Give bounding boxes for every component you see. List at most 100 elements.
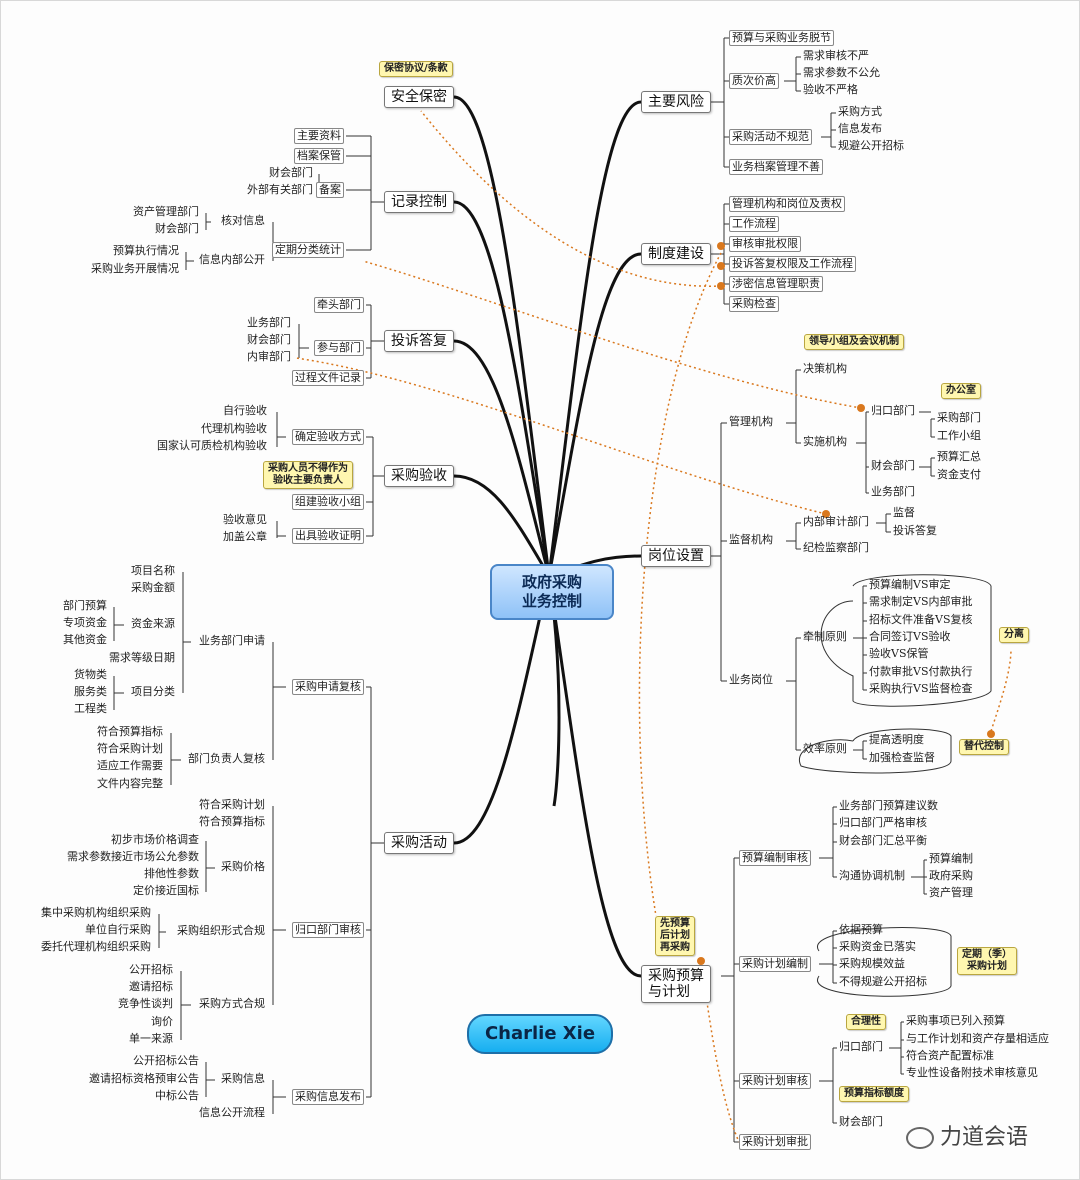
risks-item[interactable]: 质次价高 [729,73,779,89]
branch-posts[interactable]: 岗位设置 [641,545,711,567]
posts-item[interactable]: 管理机构 [729,415,773,428]
records-item[interactable]: 档案保管 [294,148,344,164]
budget-item[interactable]: 采购计划审批 [739,1134,811,1150]
posts-item[interactable]: 监督机构 [729,533,773,546]
activity-method[interactable]: 询价 [151,1015,173,1028]
activity-info[interactable]: 公开招标公告 [133,1054,199,1067]
activity-price[interactable]: 需求参数接近市场公允参数 [67,850,199,863]
activity-central[interactable]: 符合预算指标 [199,815,265,828]
complaints-participant[interactable]: 内审部门 [247,350,291,363]
acceptance-item[interactable]: 出具验收证明 [292,528,364,544]
activity-method[interactable]: 公开招标 [129,963,173,976]
posts-supervise[interactable]: 内部审计部门 [803,515,869,528]
central-topic[interactable]: 政府采购业务控制 [490,564,614,620]
posts-eff[interactable]: 提高透明度 [869,733,924,746]
risks-irregular[interactable]: 采购方式 [838,105,882,118]
posts-impl[interactable]: 业务部门 [871,485,915,498]
budget-item[interactable]: 采购计划审核 [739,1073,811,1089]
budget-review-item[interactable]: 采购事项已列入预算 [906,1014,1005,1027]
complaints-item[interactable]: 牵头部门 [314,297,364,313]
activity-app-item[interactable]: 资金来源 [131,617,175,630]
activity-price[interactable]: 定价接近国标 [133,884,199,897]
records-stat-sub[interactable]: 核对信息 [221,214,265,227]
branch-acceptance[interactable]: 采购验收 [384,465,454,487]
budget-plan[interactable]: 不得规避公开招标 [839,975,927,988]
posts-check[interactable]: 合同签订VS验收 [869,630,951,643]
posts-central[interactable]: 工作小组 [937,429,981,442]
activity-org[interactable]: 集中采购机构组织采购 [41,906,151,919]
branch-system[interactable]: 制度建设 [641,243,711,265]
activity-publish[interactable]: 信息公开流程 [199,1106,265,1119]
budget-prep[interactable]: 财会部门汇总平衡 [839,834,927,847]
system-item[interactable]: 管理机构和岗位及责权 [729,196,845,212]
records-open-sub[interactable]: 采购业务开展情况 [91,262,179,275]
budget-review-item[interactable]: 与工作计划和资产存量相适应 [906,1032,1049,1045]
posts-business[interactable]: 效率原则 [803,742,847,755]
complaints-item[interactable]: 参与部门 [314,340,364,356]
activity-review[interactable]: 文件内容完整 [97,777,163,790]
posts-impl[interactable]: 归口部门 [871,404,915,417]
risks-irregular[interactable]: 规避公开招标 [838,139,904,152]
activity-review[interactable]: 符合预算指标 [97,725,163,738]
activity-price[interactable]: 初步市场价格调查 [111,833,199,846]
activity-app-item[interactable]: 项目名称 [131,564,175,577]
records-item[interactable]: 主要资料 [294,128,344,144]
records-filing-sub[interactable]: 财会部门 [269,166,313,179]
activity-cat[interactable]: 服务类 [74,685,107,698]
branch-records[interactable]: 记录控制 [384,191,454,213]
posts-check[interactable]: 招标文件准备VS复核 [869,613,973,626]
acceptance-method[interactable]: 代理机构验收 [201,422,267,435]
posts-check[interactable]: 付款审批VS付款执行 [869,665,973,678]
activity-review[interactable]: 适应工作需要 [97,759,163,772]
system-item[interactable]: 工作流程 [729,216,779,232]
branch-budget[interactable]: 采购预算 与计划 [641,965,711,1003]
budget-prep[interactable]: 沟通协调机制 [839,869,905,882]
posts-mgmt[interactable]: 实施机构 [803,435,847,448]
posts-check[interactable]: 预算编制VS审定 [869,578,951,591]
budget-prep[interactable]: 归口部门严格审核 [839,816,927,829]
budget-review[interactable]: 归口部门 [839,1040,883,1053]
records-open-sub[interactable]: 预算执行情况 [113,244,179,257]
activity-cat[interactable]: 工程类 [74,702,107,715]
risks-item[interactable]: 预算与采购业务脱节 [729,30,834,46]
records-item[interactable]: 备案 [316,182,344,198]
risks-quality[interactable]: 需求参数不公允 [803,66,880,79]
budget-coord[interactable]: 政府采购 [929,869,973,882]
posts-supervise[interactable]: 纪检监察部门 [803,541,869,554]
posts-audit[interactable]: 投诉答复 [893,524,937,537]
complaints-item[interactable]: 过程文件记录 [292,370,364,386]
activity-app[interactable]: 业务部门申请 [199,634,265,647]
records-check-sub[interactable]: 财会部门 [155,222,199,235]
records-stat-sub[interactable]: 信息内部公开 [199,253,265,266]
budget-review-item[interactable]: 符合资产配置标准 [906,1049,994,1062]
budget-review[interactable]: 财会部门 [839,1115,883,1128]
activity-publish[interactable]: 采购信息 [221,1072,265,1085]
activity-fund[interactable]: 部门预算 [63,599,107,612]
budget-review-item[interactable]: 专业性设备附技术审核意见 [906,1066,1038,1079]
activity-central[interactable]: 采购方式合规 [199,997,265,1010]
risks-item[interactable]: 业务档案管理不善 [729,159,823,175]
activity-central[interactable]: 符合采购计划 [199,798,265,811]
budget-plan[interactable]: 采购资金已落实 [839,940,916,953]
activity-app-item[interactable]: 项目分类 [131,685,175,698]
acceptance-item[interactable]: 组建验收小组 [292,494,364,510]
posts-finance[interactable]: 预算汇总 [937,450,981,463]
posts-audit[interactable]: 监督 [893,506,915,519]
complaints-participant[interactable]: 财会部门 [247,333,291,346]
activity-app-item[interactable]: 采购金额 [131,581,175,594]
posts-check[interactable]: 需求制定VS内部审批 [869,595,973,608]
system-item[interactable]: 采购检查 [729,296,779,312]
activity-info[interactable]: 邀请招标资格预审公告 [89,1072,199,1085]
posts-business[interactable]: 牵制原则 [803,630,847,643]
activity-app-item[interactable]: 需求等级日期 [109,651,175,664]
activity-item[interactable]: 采购信息发布 [292,1089,364,1105]
budget-prep[interactable]: 业务部门预算建议数 [839,799,938,812]
branch-safety[interactable]: 安全保密 [384,86,454,108]
records-filing-sub[interactable]: 外部有关部门 [247,183,313,196]
posts-central[interactable]: 采购部门 [937,411,981,424]
activity-method[interactable]: 邀请招标 [129,980,173,993]
branch-risks[interactable]: 主要风险 [641,91,711,113]
posts-finance[interactable]: 资金支付 [937,468,981,481]
activity-method[interactable]: 单一来源 [129,1032,173,1045]
posts-eff[interactable]: 加强检查监督 [869,751,935,764]
